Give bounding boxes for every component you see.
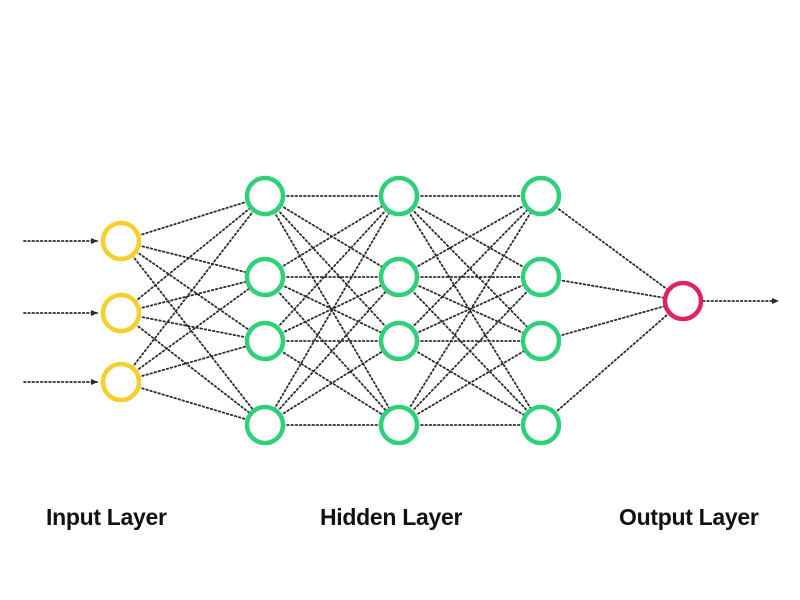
connection-l4-1-1 [554,205,670,292]
connection-l1-2-3 [137,315,249,339]
hidden2-node-3 [378,320,420,362]
hidden-layer-label: Hidden Layer [320,504,463,530]
connection-l3-2-1 [413,204,527,269]
connection-l1-2-2 [137,280,249,310]
input-layer-label: Input Layer [46,504,167,530]
connection-l4-2-1 [557,279,667,299]
connection-l3-3-1 [410,207,530,330]
connection-l1-3-2 [134,286,252,373]
connection-l1-1-2 [137,244,249,274]
input-node-1 [100,220,142,262]
input-node-2 [100,292,142,334]
connection-l4-3-1 [557,304,667,338]
hidden2-node-2 [378,256,420,298]
hidden2-node-4 [378,404,420,446]
connection-l1-3-4 [137,386,249,421]
hidden3-node-2 [520,256,562,298]
connections [23,195,779,426]
hidden3-node-4 [520,404,562,446]
connection-l3-4-1 [407,210,533,411]
connection-l2-3-2 [280,283,384,335]
connection-l1-2-1 [134,206,252,303]
connection-l3-4-2 [410,289,530,413]
hidden3-node-1 [520,175,562,217]
connection-l1-1-3 [134,250,252,332]
input-node-3 [100,361,142,403]
connection-l2-3-1 [276,208,388,329]
output-layer-label: Output Layer [619,504,759,530]
connection-l1-1-4 [131,254,255,412]
connection-l1-3-1 [131,209,255,369]
neurons [100,175,704,446]
connection-l2-4-2 [276,289,388,413]
connection-l4-4-1 [553,311,671,415]
hidden1-node-1 [244,175,286,217]
output-node-1 [662,280,704,322]
connection-l2-4-3 [279,349,385,417]
connection-l2-2-1 [279,204,385,269]
hidden1-node-2 [244,256,286,298]
hidden2-node-1 [378,175,420,217]
connection-l2-4-1 [273,210,391,411]
hidden1-node-3 [244,320,286,362]
hidden3-node-3 [520,320,562,362]
connection-l1-2-4 [134,323,252,415]
hidden1-node-4 [244,404,286,446]
connection-l3-4-3 [413,349,527,417]
connection-l1-3-3 [137,345,249,378]
connection-l1-1-1 [137,200,249,237]
